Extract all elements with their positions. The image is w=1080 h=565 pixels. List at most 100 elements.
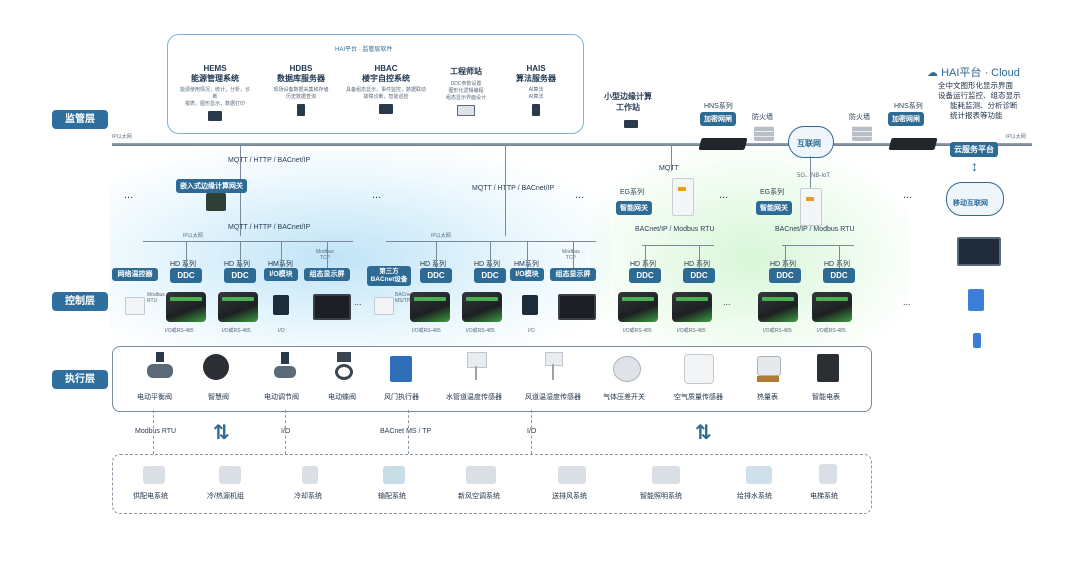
io-rs485-label: I/O或RS-485 (817, 328, 846, 334)
firewall-icon-2 (852, 126, 872, 141)
dashed-link (408, 410, 409, 454)
display-tag[interactable]: 组态显示屏 (550, 268, 596, 281)
eg-series-label-1: EG系列 (620, 189, 645, 196)
execution-label: 风道温湿度传感器 (525, 394, 581, 401)
link-line (281, 241, 282, 268)
execution-label: 热量表 (757, 394, 778, 401)
cooling-tower-icon (302, 466, 318, 484)
edge-station-line2: 工作站 (616, 103, 640, 112)
smart-valve-icon (203, 354, 229, 384)
pump-icon (383, 466, 405, 484)
dashed-link (531, 410, 532, 454)
internet-down-line (810, 156, 811, 188)
modbus-tcp-label: Modbus TCP (562, 249, 580, 261)
modbus-rtu-label: Modbus RTU (147, 292, 165, 304)
eg-tag-2: 智能网关 (756, 201, 792, 215)
io-module-tag[interactable]: I/O模块 (510, 268, 544, 281)
third-party-bacnet-tag: 第三方 BACnet设备 (367, 266, 411, 286)
display-screen-icon (313, 294, 351, 320)
system-desc: AI算法 AI算法 (528, 87, 544, 100)
ahu-icon (466, 466, 496, 484)
actuator-icon (374, 297, 394, 315)
eg-tag-1: 智能网关 (616, 201, 652, 215)
ellipsis: ... (124, 189, 134, 201)
system-desc: 具备组态显示，事件监控，数据联动 故障诊断，智能巡检 (346, 87, 427, 100)
top-system-hbac[interactable]: HBAC 楼宇自控系统 具备组态显示，事件监控，数据联动 故障诊断，智能巡检 (346, 64, 426, 114)
power-distribution-icon (143, 466, 165, 484)
hd-series-label: HD 系列 (420, 261, 447, 268)
io-module-tag[interactable]: I/O模块 (264, 268, 298, 281)
eg-gateway-device-2 (800, 188, 822, 226)
mobile-internet-label: 移动互联网 (953, 200, 988, 207)
ellipsis: ... (723, 297, 731, 307)
execution-label: 风门执行器 (384, 394, 419, 401)
control-bus-mid (386, 241, 596, 242)
laptop-icon (457, 105, 475, 116)
link-line (527, 241, 528, 268)
hm-series-label: HM系列 (268, 259, 293, 269)
top-system-hems[interactable]: HEMS 能源管理系统 能源使用情况，统计，分析，诊断 报表，图形显示，数据打印 (180, 64, 250, 121)
hd-series-label: HD 系列 (684, 261, 711, 268)
monitor-icon (379, 104, 393, 114)
system-name: HAIS (526, 64, 546, 73)
ddc-tag[interactable]: DDC (683, 268, 715, 283)
system-desc: 现场设备数据采集和存储 历史数据查询 (273, 87, 329, 100)
mobile-cloud-icon (946, 182, 1004, 216)
ellipsis: ... (372, 189, 382, 201)
io-label: I/O (278, 328, 285, 334)
ddc-controller-device (218, 292, 258, 322)
display-tag[interactable]: 组态显示屏 (304, 268, 350, 281)
io-module-icon (273, 295, 289, 315)
hns-device-2 (888, 138, 938, 150)
ddc-tag[interactable]: DDC (170, 268, 202, 283)
monitor-icon (208, 111, 222, 121)
ddc-tag[interactable]: DDC (769, 268, 801, 283)
ddc-tag[interactable]: DDC (823, 268, 855, 283)
supervision-software-box (167, 34, 584, 134)
ddc-tag[interactable]: DDC (629, 268, 661, 283)
ddc-tag[interactable]: DDC (474, 268, 506, 283)
ddc-controller-device (410, 292, 450, 322)
execution-box (112, 346, 872, 412)
ddc-tag[interactable]: DDC (224, 268, 256, 283)
eg-series-label-2: EG系列 (760, 189, 785, 196)
eg-gateway-device-1 (672, 178, 694, 216)
firewall-icon-1 (754, 126, 774, 141)
system-subname: 能源管理系统 (191, 74, 239, 83)
server-icon (297, 104, 305, 116)
execution-label: 水管道温度传感器 (446, 394, 502, 401)
cloud-desc-line: 设备运行监控、组态显示 (938, 91, 1021, 100)
system-label: 冷/热源机组 (207, 493, 244, 500)
link-line (327, 241, 328, 268)
link-line (240, 241, 241, 268)
link-line (186, 241, 187, 268)
butterfly-valve-icon (331, 352, 357, 382)
eg-protocol-2: BACnet/IP / Modbus RTU (775, 226, 855, 233)
hd-series-label: HD 系列 (170, 261, 197, 268)
top-system-engineer-station[interactable]: 工程师站 DDC参数设置 图形化逻辑编程 组态显示界面设计 (436, 66, 496, 116)
hd-series-label: HD 系列 (224, 261, 251, 268)
damper-actuator-icon (390, 356, 416, 386)
link-line (839, 245, 840, 268)
cloud-desc-line: 统计报表等功能 (950, 111, 1003, 120)
supervision-box-title: HAI平台 · 监管层软件 (335, 47, 393, 53)
execution-label: 电动蝶阀 (328, 394, 356, 401)
cloud-service-tag[interactable]: 云服务平台 (950, 142, 998, 157)
hns-series-label-1: HNS系列 (704, 103, 733, 110)
hns-tag-2: 加密网闸 (888, 112, 924, 126)
system-name: 工程师站 (450, 67, 482, 76)
display-screen-icon (558, 294, 596, 320)
system-subname: 数据库服务器 (277, 74, 325, 83)
ellipsis: ... (719, 189, 729, 201)
link-line (490, 241, 491, 268)
link-line (645, 245, 646, 268)
ddc-tag[interactable]: DDC (420, 268, 452, 283)
system-subname: 算法服务器 (516, 74, 556, 83)
nb-iot-label: 5G、NB-IoT (797, 173, 831, 179)
internet-label: 互联网 (797, 139, 821, 148)
top-system-hdbs[interactable]: HDBS 数据库服务器 现场设备数据采集和存储 历史数据查询 (264, 64, 338, 116)
hd-series-label: HD 系列 (474, 261, 501, 268)
bidirectional-arrow-icon: ⇅ (695, 422, 712, 444)
top-system-hais[interactable]: HAIS 算法服务器 AI算法 AI算法 (506, 64, 566, 116)
io-rs485-label: I/O或RS-485 (763, 328, 792, 334)
